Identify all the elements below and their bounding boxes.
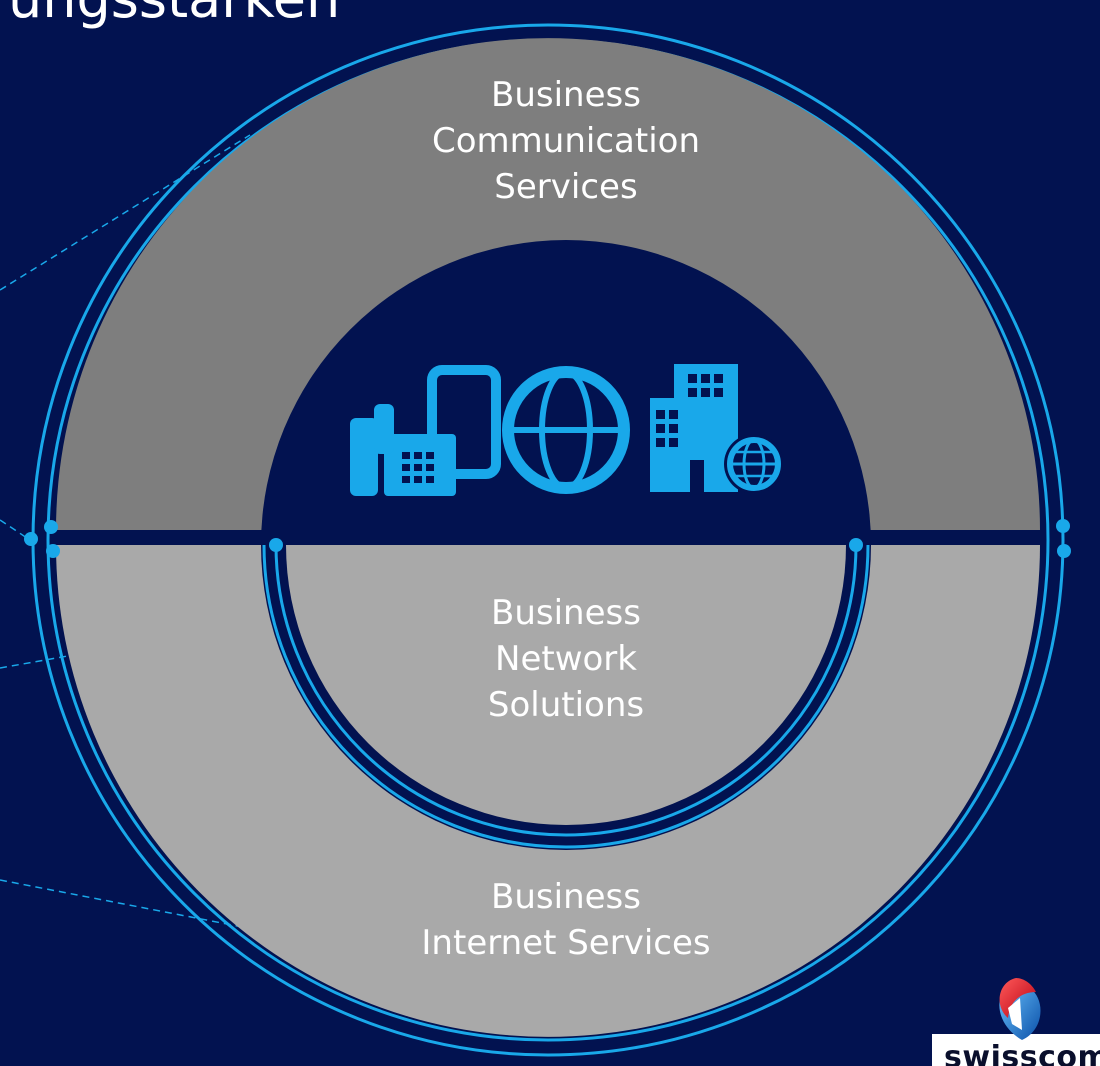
globe-icon — [502, 366, 630, 494]
swisscom-wordmark: swisscom — [944, 1040, 1100, 1066]
swisscom-logo — [932, 970, 1100, 1066]
label-communication-line-3: Services — [494, 167, 638, 207]
connector-line-communication — [0, 134, 251, 291]
node-inner-right — [849, 538, 863, 552]
label-network-solutions: Business Network Solutions — [488, 590, 644, 728]
page-heading: ungsstärken — [8, 0, 340, 34]
buildings-globe-icon — [650, 364, 784, 494]
label-communication-services: Business Communication Services — [432, 72, 700, 210]
label-internet-line-1: Business — [491, 877, 641, 917]
node-left-bottom — [46, 544, 60, 558]
node-left-top — [44, 520, 58, 534]
desk-phone-mobile-icon — [350, 365, 501, 496]
label-internet-line-2: Internet Services — [421, 923, 711, 963]
label-communication-line-1: Business — [491, 75, 641, 115]
node-right-top — [1056, 519, 1070, 533]
segment-network — [286, 545, 846, 825]
label-network-line-2: Network — [495, 639, 637, 679]
connector-line-internet — [0, 879, 259, 931]
label-network-line-3: Solutions — [487, 685, 645, 725]
network-ring-outline-1 — [274, 544, 858, 837]
swisscom-logo-mark — [932, 978, 1100, 1066]
label-communication-line-2: Communication — [432, 121, 700, 161]
network-ring-outline-2 — [262, 544, 870, 849]
label-internet-services: Business Internet Services — [421, 874, 710, 966]
label-network-line-1: Business — [491, 593, 641, 633]
node-right-bottom — [1057, 544, 1071, 558]
node-inner-left — [269, 538, 283, 552]
node-left-outer — [24, 532, 38, 546]
connection-nodes — [24, 519, 1071, 558]
